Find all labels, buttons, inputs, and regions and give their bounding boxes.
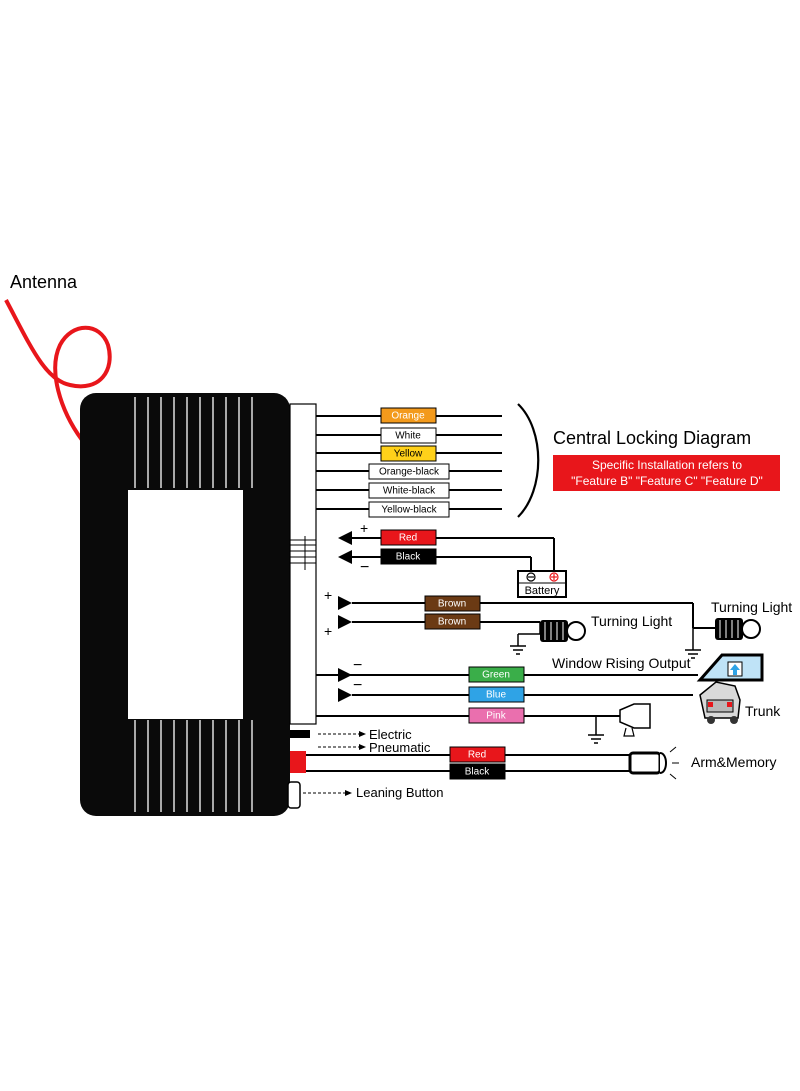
trunk-icon: [699, 681, 741, 724]
power-plus: +: [360, 520, 368, 536]
tag-brown-1: Brown: [438, 599, 466, 610]
turning-plus-2: +: [324, 623, 332, 639]
output-wires: − − Green Blue Pink: [316, 657, 698, 724]
tag-yellow: Yellow: [394, 449, 423, 460]
output-minus-1: −: [353, 657, 362, 674]
battery-label: Battery: [525, 585, 560, 597]
connector-block: [287, 403, 317, 809]
antenna-label: Antenna: [10, 272, 78, 292]
banner-line-2: "Feature B" "Feature C" "Feature D": [571, 474, 763, 488]
antenna-wire: [4, 299, 112, 442]
tag-white-black: White-black: [383, 486, 436, 497]
turning-light-label-2: Turning Light: [711, 599, 792, 615]
window-icon: [696, 653, 764, 682]
tag-power-red: Red: [399, 533, 417, 544]
banner-line-1: Specific Installation refers to: [592, 458, 742, 472]
led-icon: [628, 746, 679, 780]
bottom-wires: Red Black: [303, 731, 630, 796]
turning-plus-1: +: [324, 587, 332, 603]
leaning-button-label: Leaning Button: [356, 785, 443, 800]
locking-wire-tags: Orange White Yellow Orange-black White-b…: [368, 407, 450, 518]
tag-orange: Orange: [391, 411, 425, 422]
output-minus-2: −: [353, 677, 362, 694]
trunk-label: Trunk: [745, 703, 781, 719]
tag-power-black: Black: [396, 552, 421, 563]
bulb-icon: [510, 620, 586, 655]
tag-arm-red: Red: [468, 750, 486, 761]
turning-wires: + + Brown Brown: [324, 587, 715, 639]
tag-pink: Pink: [486, 711, 506, 722]
tag-arm-black: Black: [465, 767, 490, 778]
electric-label: Electric: [369, 727, 412, 742]
tag-blue: Blue: [486, 690, 506, 701]
installation-banner: [553, 455, 780, 491]
power-wires: Red Black + −: [338, 520, 555, 576]
battery-icon: Battery: [517, 570, 567, 598]
power-minus: −: [360, 559, 369, 576]
bulb-icon: [685, 618, 761, 659]
locking-brace: [517, 403, 540, 518]
tag-yellow-black: Yellow-black: [381, 505, 437, 516]
tag-orange-black: Orange-black: [379, 467, 440, 478]
arm-memory-label: Arm&Memory: [691, 754, 777, 770]
tag-green: Green: [482, 670, 510, 681]
tag-brown-2: Brown: [438, 617, 466, 628]
tag-white: White: [395, 431, 421, 442]
turning-light-label-1: Turning Light: [591, 613, 672, 629]
window-rising-label: Window Rising Output: [552, 655, 691, 671]
siren-icon: [588, 703, 651, 744]
pneumatic-label: Pneumatic: [369, 740, 431, 755]
diagram-title: Central Locking Diagram: [553, 428, 751, 448]
control-module: [80, 393, 290, 816]
